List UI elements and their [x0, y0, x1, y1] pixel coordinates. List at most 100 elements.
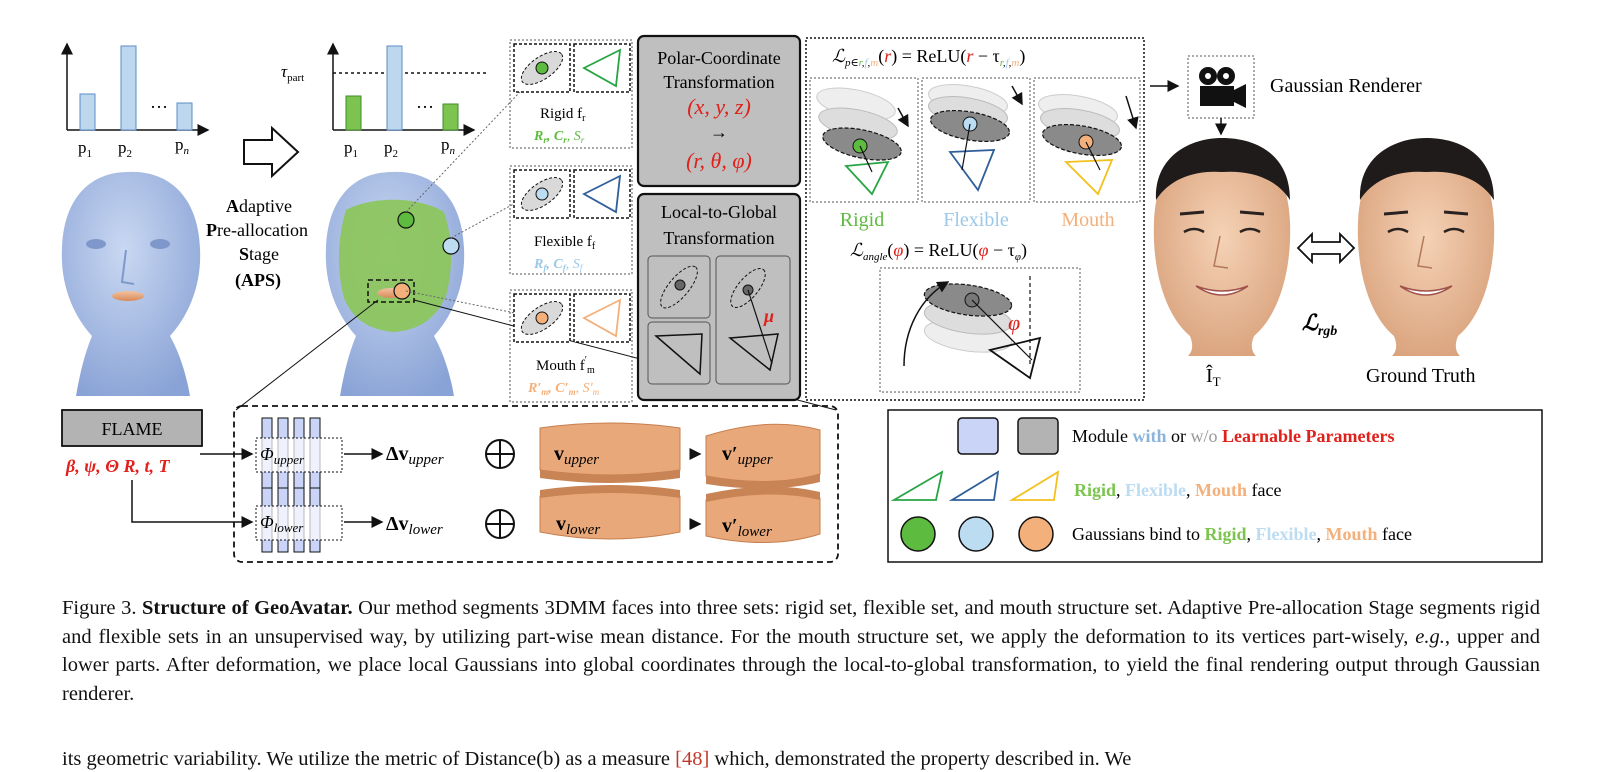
label2-pn: pn — [441, 135, 456, 157]
svg-text:→: → — [710, 122, 728, 142]
flame-params: β, ψ, Θ R, t, T — [65, 456, 170, 476]
loss-panel: ℒp∈r,f,m(r) = ReLU(r − τr,f,m) — [805, 37, 1145, 401]
v-lower: vlower — [556, 513, 600, 538]
mouth-upper-deformed-shape — [705, 423, 821, 489]
flame-head-blue — [61, 171, 201, 396]
bar-pn — [176, 102, 193, 131]
aps-label: Adaptive Pre-allocation Stage (APS) — [206, 196, 308, 291]
label2-p2: p2 — [384, 138, 398, 160]
mouth-highlight-box — [367, 279, 415, 303]
rigid-loss-label: Rigid — [840, 209, 884, 231]
mouth-lower-deformed-shape — [705, 486, 821, 544]
local-to-global-box: Local-to-Global Transformation μ — [636, 192, 802, 402]
caption-title: Structure of GeoAvatar. — [142, 597, 353, 619]
phi-lower: Φlower — [260, 512, 304, 535]
label-p2: p2 — [118, 138, 132, 160]
caption-eg: e.g. — [1415, 625, 1445, 648]
body-text-cutoff: its geometric variability. We utilize th… — [62, 748, 1132, 770]
connector-lines — [405, 73, 538, 315]
mouth-lower-shape — [539, 485, 681, 540]
deformation-module: Φupper Φlower Δvupper Δvlower vupper — [233, 405, 839, 563]
rendered-face-image — [1153, 138, 1291, 356]
svg-text:Transformation: Transformation — [663, 72, 774, 92]
bar-p2 — [120, 45, 137, 131]
flexible-loss-subpanel — [921, 77, 1031, 203]
mouth-panel: Mouth f′m R′m, C′m, S′m — [509, 289, 633, 403]
phi-symbol: φ — [1008, 310, 1020, 335]
v-upper: vupper — [554, 443, 599, 468]
svg-text:μ: μ — [763, 306, 774, 326]
v-prime-lower: v′lower — [722, 515, 772, 540]
delta-v-lower: Δvlower — [386, 513, 443, 538]
rigid-label: Rigid fr — [540, 106, 586, 124]
svg-text:Local-to-Global: Local-to-Global — [661, 202, 777, 222]
renderer-label: Gaussian Renderer — [1270, 75, 1422, 97]
mouth-params: R′m, C′m, S′m — [527, 381, 600, 397]
svg-text:(APS): (APS) — [235, 270, 281, 291]
flexible-label: Flexible ff — [534, 234, 596, 252]
hollow-arrow-icon — [243, 125, 300, 179]
flexible-loss-label: Flexible — [943, 209, 1009, 231]
phi-upper: Φupper — [260, 444, 305, 467]
bar-p2-flexible — [386, 45, 403, 131]
polar-coordinate-box: Polar-Coordinate Transformation (x, y, z… — [636, 34, 802, 188]
histogram-before: … p1 p2 pn — [61, 42, 210, 160]
svg-text:Adaptive: Adaptive — [226, 196, 292, 216]
rigid-params: Rr, Cr, Sr — [533, 129, 585, 145]
double-arrow-icon — [1296, 231, 1356, 265]
legend-row2: Rigid, Flexible, Mouth face — [1074, 480, 1282, 500]
legend-row1: Module with or w/o Learnable Parameters — [1072, 426, 1394, 446]
add-lower-icon — [485, 509, 515, 539]
camera-icon — [1199, 67, 1246, 108]
figure-caption: Figure 3. Structure of GeoAvatar. Our me… — [62, 594, 1540, 708]
flame-module: FLAME β, ψ, Θ R, t, T — [61, 409, 254, 528]
mouth-upper-shape — [539, 422, 681, 483]
lip-region — [112, 291, 144, 301]
mouth-loss-subpanel — [1033, 77, 1141, 203]
hist-dots: … — [150, 92, 168, 112]
figure-diagram: … p1 p2 pn τpart … p1 p2 pn Adaptive Pre… — [61, 34, 1543, 563]
svg-text:Stage: Stage — [239, 244, 279, 264]
svg-text:Pre-allocation: Pre-allocation — [206, 220, 308, 240]
caption-fig-label: Figure 3. — [62, 597, 137, 619]
label2-p1: p1 — [344, 138, 358, 160]
legend-row3: Gaussians bind to Rigid, Flexible, Mouth… — [1072, 524, 1412, 544]
add-upper-icon — [485, 439, 515, 469]
svg-text:Polar-Coordinate: Polar-Coordinate — [657, 48, 781, 68]
hist2-dots: … — [416, 92, 434, 112]
ground-truth-label: Ground Truth — [1366, 365, 1475, 387]
mouth-label: Mouth f′m — [536, 355, 595, 376]
ground-truth-face-image — [1357, 138, 1495, 356]
v-prime-upper: v′upper — [722, 443, 773, 468]
rigid-loss-subpanel — [809, 77, 919, 203]
caption-text2: , upper and lower parts. After deformati… — [62, 625, 1540, 705]
bar-p1 — [79, 93, 96, 131]
mouth-gaussian-dot — [393, 282, 411, 300]
delta-v-upper: Δvupper — [386, 443, 444, 468]
segmented-head — [325, 171, 465, 396]
svg-text:(r, θ, φ): (r, θ, φ) — [686, 148, 752, 173]
bar-p1-rigid — [345, 95, 362, 131]
flexible-params: Rf, Cf, Sf — [533, 257, 584, 273]
mouth-loss-label: Mouth — [1061, 209, 1114, 231]
loss-r-formula: ℒp∈r,f,m(r) = ReLU(r − τr,f,m) — [832, 46, 1025, 69]
rgb-loss-label: ℒrgb — [1302, 310, 1337, 339]
flexible-panel: Flexible ff Rf, Cf, Sf — [509, 165, 633, 275]
histogram-after: τpart … p1 p2 pn — [281, 42, 488, 160]
bar-pn-rigid — [442, 103, 459, 131]
flexible-gaussian-dot — [442, 237, 460, 255]
tau-part-label: τpart — [281, 62, 304, 84]
label-p1: p1 — [78, 138, 92, 160]
angle-loss-formula: ℒangle(φ) = ReLU(φ − τφ) — [850, 240, 1027, 263]
svg-text:FLAME: FLAME — [101, 419, 162, 439]
angle-subpanel: φ — [879, 267, 1081, 393]
citation-link[interactable]: [48] — [675, 748, 710, 770]
caption-text1: Our method segments 3DMM faces into thre… — [62, 597, 1541, 648]
gaussian-renderer: Gaussian Renderer — [1150, 55, 1422, 136]
label-pn: pn — [175, 135, 190, 157]
rigid-gaussian-dot — [397, 211, 415, 229]
pred-label: ÎT — [1206, 364, 1221, 389]
rigid-panel: Rigid fr Rr, Cr, Sr — [509, 39, 633, 149]
legend: Module with or w/o Learnable Parameters … — [887, 409, 1543, 563]
svg-text:(x, y, z): (x, y, z) — [687, 94, 751, 119]
